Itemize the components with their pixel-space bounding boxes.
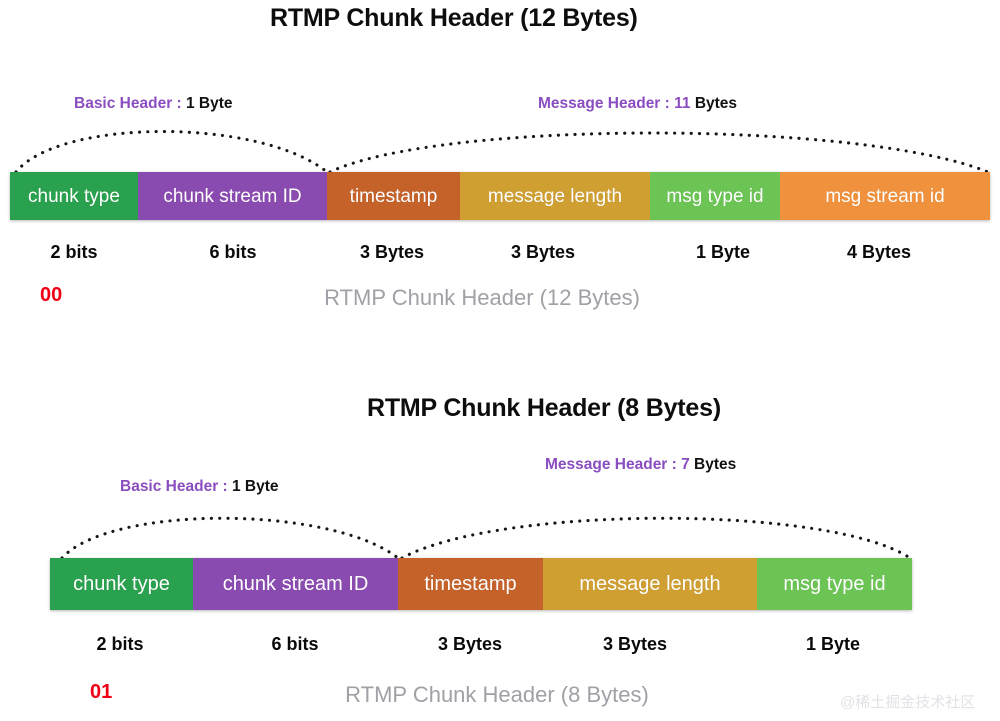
field-label: chunk type (28, 185, 120, 207)
watermark: @稀土掘金技术社区 (840, 694, 976, 711)
field-label: msg type id (783, 573, 886, 595)
field-label: chunk stream ID (163, 185, 302, 207)
size-label-timestamp-12: 3 Bytes (359, 242, 425, 262)
field-message-length[interactable]: message length (543, 558, 757, 610)
field-msg-type-id[interactable]: msg type id (650, 172, 780, 220)
basic-header-arc-8 (60, 516, 400, 560)
caption-8: RTMP Chunk Header (8 Bytes) (345, 682, 649, 707)
field-label: timestamp (349, 185, 438, 207)
message-header-label-12: Message Header : 11 Bytes (538, 95, 737, 113)
size-label-msg-type-id-8: 1 Byte (805, 634, 861, 654)
field-chunk-stream-id[interactable]: chunk stream ID (193, 558, 398, 610)
message-header-name: Message Header : 11 (538, 95, 695, 112)
page-title-12-bytes: RTMP Chunk Header (12 Bytes) (270, 4, 638, 32)
basic-header-arc-12 (14, 130, 329, 174)
field-msg-stream-id[interactable]: msg stream id (780, 172, 990, 220)
field-label: timestamp (424, 573, 517, 595)
basic-header-label-8: Basic Header : 1 Byte (120, 478, 279, 496)
size-label-msg-type-id-12: 1 Byte (695, 242, 751, 262)
field-label: chunk stream ID (222, 573, 369, 595)
field-timestamp[interactable]: timestamp (398, 558, 543, 610)
bit-code-12: 00 (40, 284, 63, 306)
field-chunk-type[interactable]: chunk type (10, 172, 138, 220)
field-chunk-type[interactable]: chunk type (50, 558, 193, 610)
message-header-arc-12 (328, 131, 990, 174)
size-label-message-length-8: 3 Bytes (602, 634, 668, 654)
caption-12: RTMP Chunk Header (12 Bytes) (324, 285, 640, 310)
page-title-8-bytes: RTMP Chunk Header (8 Bytes) (367, 394, 721, 422)
field-label: message length (487, 185, 623, 207)
chunk-header-bar-12: chunk type chunk stream ID timestamp mes… (10, 172, 990, 220)
basic-header-label-12: Basic Header : 1 Byte (74, 95, 233, 113)
field-label: chunk type (73, 573, 170, 595)
message-header-size: Bytes (694, 456, 737, 473)
size-label-chunk-stream-id-8: 6 bits (271, 634, 319, 654)
bit-code-8: 01 (90, 681, 113, 703)
size-label-msg-stream-id-12: 4 Bytes (846, 242, 912, 262)
size-label-message-length-12: 3 Bytes (510, 242, 576, 262)
basic-header-name: Basic Header : (120, 478, 232, 495)
size-label-chunk-stream-id-12: 6 bits (209, 242, 257, 262)
field-message-length[interactable]: message length (460, 172, 650, 220)
basic-header-size: 1 Byte (232, 478, 279, 495)
size-label-timestamp-8: 3 Bytes (437, 634, 503, 654)
field-label: message length (579, 573, 721, 595)
field-chunk-stream-id[interactable]: chunk stream ID (138, 172, 327, 220)
message-header-label-8: Message Header : 7 Bytes (545, 456, 736, 474)
field-label: msg type id (666, 185, 764, 207)
field-msg-type-id[interactable]: msg type id (757, 558, 912, 610)
field-timestamp[interactable]: timestamp (327, 172, 460, 220)
message-header-arc-8 (400, 516, 912, 560)
size-label-chunk-type-8: 2 bits (96, 634, 144, 654)
field-label: msg stream id (825, 185, 945, 207)
basic-header-name: Basic Header : (74, 95, 186, 112)
size-label-chunk-type-12: 2 bits (50, 242, 98, 262)
chunk-header-bar-8: chunk type chunk stream ID timestamp mes… (50, 558, 912, 610)
basic-header-size: 1 Byte (186, 95, 233, 112)
message-header-name: Message Header : 7 (545, 456, 695, 473)
message-header-size: Bytes (694, 95, 738, 112)
